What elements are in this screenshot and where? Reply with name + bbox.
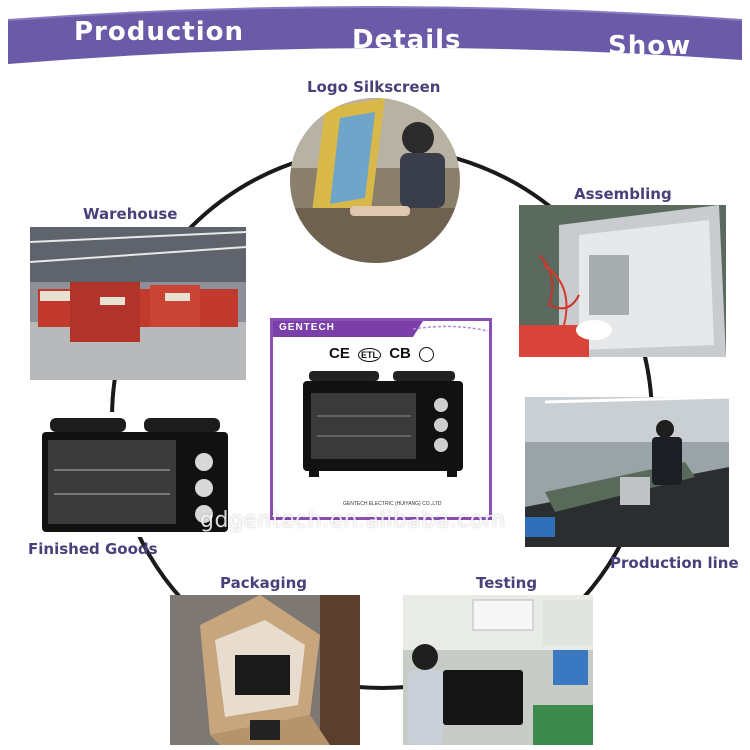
ce-mark: CE: [329, 345, 350, 362]
photo-logo-silkscreen: [290, 98, 460, 263]
photo-packaging: [170, 595, 360, 745]
photo-assembling: [519, 205, 726, 357]
brand-logo: GENTECH: [279, 322, 335, 333]
label-finished-goods: Finished Goods: [28, 540, 158, 558]
photo-production-line: [525, 397, 729, 547]
label-production-line: Production line: [610, 554, 739, 572]
photo-finished-goods: [38, 412, 230, 537]
etl-mark: ETL: [358, 348, 382, 362]
label-packaging: Packaging: [220, 574, 307, 592]
label-logo-silkscreen: Logo Silkscreen: [307, 78, 441, 96]
photo-testing: [403, 595, 593, 745]
photo-warehouse: [30, 227, 246, 380]
rohs-icon: [419, 346, 435, 362]
label-warehouse: Warehouse: [83, 205, 178, 223]
header-banner: [7, 6, 743, 64]
cb-mark: CB: [389, 345, 411, 362]
product-certification-card: GENTECH CE ETL CB GENTECH ELECTRIC (HUIY…: [270, 318, 492, 520]
banner-word-production: Production: [74, 17, 244, 47]
label-assembling: Assembling: [574, 185, 672, 203]
banner-word-show: Show: [608, 31, 692, 61]
certification-badges: CE ETL CB: [329, 345, 435, 362]
label-testing: Testing: [476, 574, 538, 592]
watermark-text: gdgentech.en.alibaba.com: [200, 508, 506, 533]
banner-word-details: Details: [352, 25, 462, 55]
company-name: GENTECH ELECTRIC (HUIYANG) CO.,LTD: [343, 501, 442, 507]
